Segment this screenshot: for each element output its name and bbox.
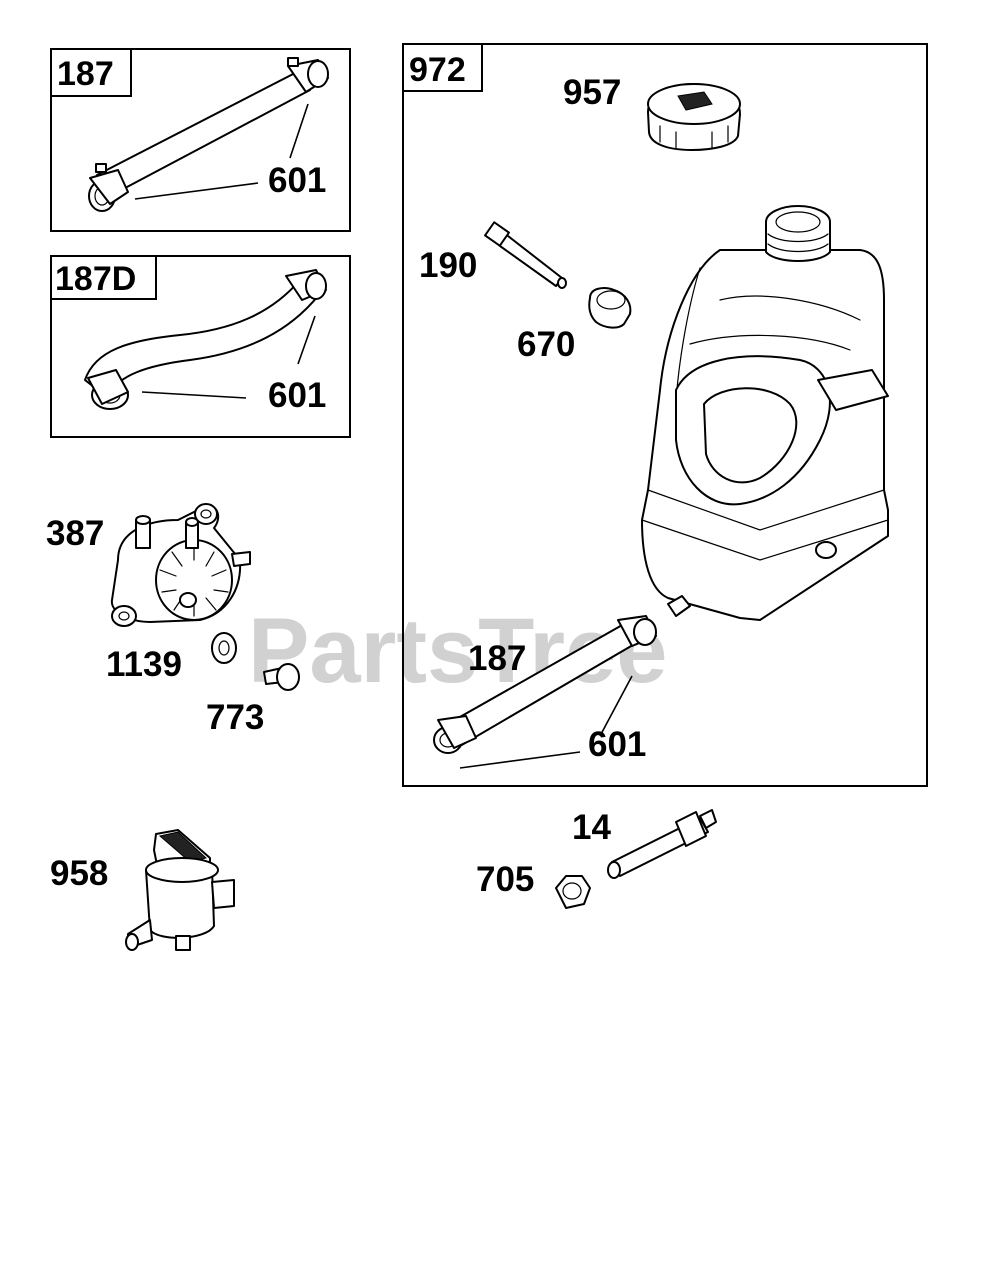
label-957: 957 [563,73,621,112]
panel-187-tag: 187 [57,55,114,93]
label-958: 958 [50,854,108,893]
label-601c: 601 [588,725,646,764]
label-14: 14 [572,808,611,847]
washer[interactable] [211,632,237,664]
panel-972-tag-box [402,43,483,92]
fuel-cap[interactable] [647,83,741,151]
hex-nut[interactable] [555,875,591,909]
panel-187d-tag: 187D [55,260,136,298]
pin[interactable] [263,663,300,691]
panel-972-tag: 972 [409,51,466,89]
fuel-pump[interactable] [110,503,251,627]
panel-187-tag-box [50,48,132,97]
label-773: 773 [206,698,264,737]
label-190: 190 [419,246,477,285]
tank-fuel-line[interactable] [433,615,657,754]
label-387: 387 [46,514,104,553]
label-601b: 601 [268,376,326,415]
leader-601b-1 [141,391,247,399]
fuel-fitting[interactable] [607,809,717,879]
shut-off-valve[interactable] [125,829,235,951]
leader-601b-2 [297,315,316,365]
panel-187d-frame [50,255,351,438]
panel-972: 972 957 190 670 [402,43,928,787]
panel-187: 187 601 [50,48,351,232]
fuel-line-straight[interactable] [88,57,329,212]
label-1139: 1139 [106,645,182,684]
label-601a: 601 [268,161,326,200]
panel-187d: 187D 601 [50,255,351,438]
panel-187-frame [50,48,351,232]
leader-601a-2 [289,103,309,159]
leader-601c-2 [459,751,581,769]
screw[interactable] [484,221,567,289]
leader-601a-1 [134,182,259,200]
panel-972-frame [402,43,928,787]
fuel-tank[interactable] [641,205,889,621]
grommet[interactable] [588,287,632,329]
label-670: 670 [517,325,575,364]
label-705: 705 [476,860,534,899]
fuel-line-formed[interactable] [84,269,327,410]
panel-187d-tag-box [50,255,157,300]
label-187: 187 [468,639,526,678]
leader-601c-1 [599,675,633,737]
